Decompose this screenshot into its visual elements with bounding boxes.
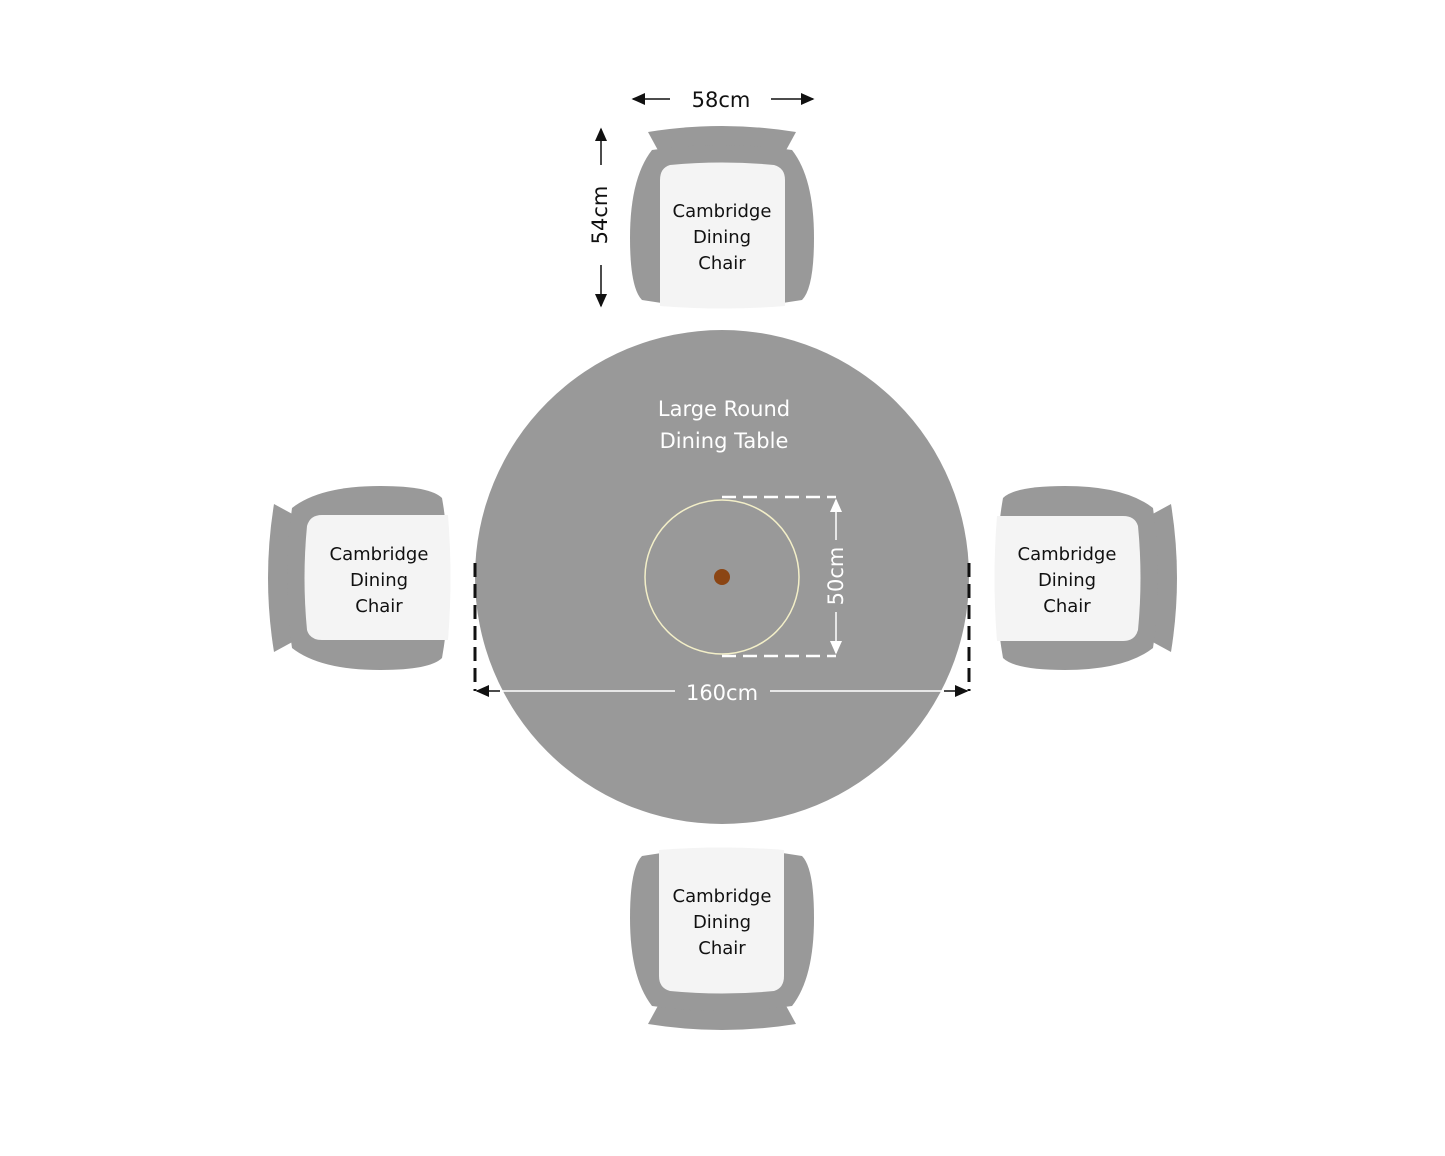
table-diameter-label: 160cm bbox=[686, 681, 758, 705]
chair-depth-dimension: 54cm bbox=[588, 127, 612, 308]
lazy-susan-dimension: 50cm bbox=[722, 495, 848, 658]
chair-label: Dining bbox=[1038, 570, 1096, 591]
chair-label: Dining bbox=[693, 912, 751, 933]
lazy-susan-diameter-label: 50cm bbox=[824, 547, 848, 606]
chair-label: Chair bbox=[1043, 596, 1091, 617]
chair-label: Cambridge bbox=[673, 201, 772, 222]
chair-bottom: Cambridge Dining Chair bbox=[630, 847, 814, 1030]
chair-label: Cambridge bbox=[330, 544, 429, 565]
center-dot bbox=[714, 569, 730, 585]
chair-top: Cambridge Dining Chair bbox=[630, 126, 814, 309]
chair-right: Cambridge Dining Chair bbox=[994, 486, 1177, 670]
chair-label: Dining bbox=[693, 227, 751, 248]
chair-label: Cambridge bbox=[1018, 544, 1117, 565]
chair-left: Cambridge Dining Chair bbox=[268, 486, 451, 670]
table-diameter-dimension: 160cm bbox=[473, 563, 971, 705]
chair-label: Chair bbox=[698, 938, 746, 959]
table-label-line2: Dining Table bbox=[660, 429, 789, 453]
chair-width-label: 58cm bbox=[692, 88, 751, 112]
table-label-line1: Large Round bbox=[658, 397, 790, 421]
chair-label: Dining bbox=[350, 570, 408, 591]
chair-width-dimension: 58cm bbox=[631, 88, 815, 112]
chair-label: Chair bbox=[698, 253, 746, 274]
lazy-susan bbox=[644, 499, 800, 655]
chair-label: Cambridge bbox=[673, 886, 772, 907]
chair-depth-label: 54cm bbox=[588, 186, 612, 245]
chair-label: Chair bbox=[355, 596, 403, 617]
